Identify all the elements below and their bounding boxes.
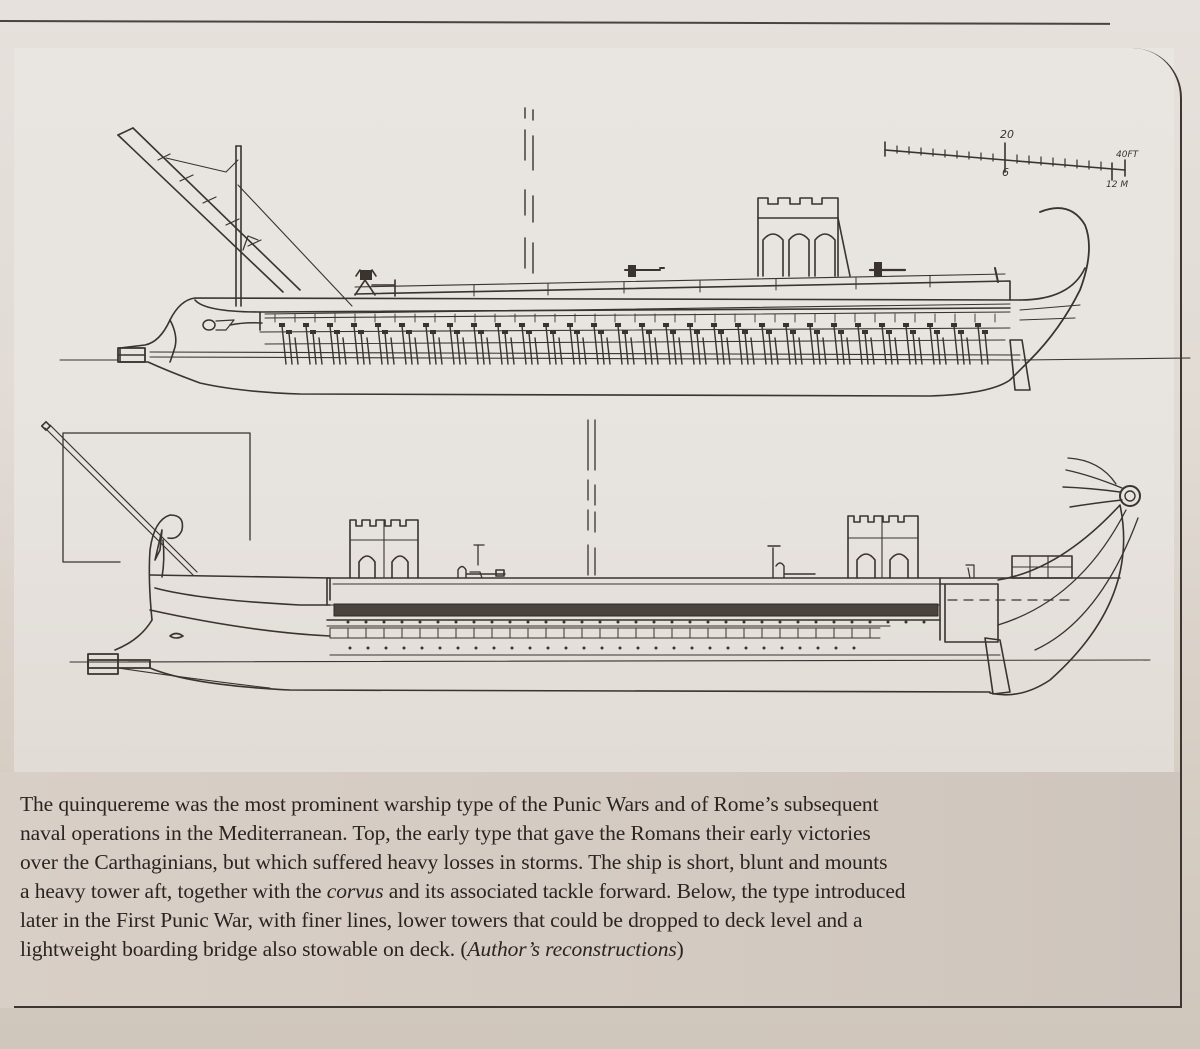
scale-bar bbox=[884, 141, 1126, 181]
scale-label-40ft: 40FT bbox=[1116, 150, 1139, 160]
steering-oar-bottom bbox=[984, 637, 1011, 695]
bow-ornament-bottom bbox=[989, 504, 1125, 696]
deck-artillery-mid bbox=[624, 265, 665, 277]
stern-tower-bottom bbox=[349, 519, 419, 579]
aft-tower-top bbox=[757, 197, 851, 277]
stern-ornament-top bbox=[1029, 207, 1090, 361]
page-outline bbox=[14, 48, 1182, 1008]
caption-line-3: over the Carthaginians, but which suffer… bbox=[20, 850, 888, 874]
bottom-hull bbox=[149, 574, 331, 637]
deck-artillery-bottom-1 bbox=[457, 544, 506, 579]
deck-artillery-forward bbox=[354, 269, 396, 297]
bow-eye-bottom bbox=[169, 632, 184, 639]
caption-corvus-term: corvus bbox=[326, 879, 384, 903]
scale-label-6: 6 bbox=[1002, 166, 1009, 179]
corvus-bridge bbox=[117, 127, 301, 293]
oar-holes-bottom bbox=[346, 620, 926, 650]
stern-scroll-bottom bbox=[148, 514, 184, 621]
caption-line-1: The quinquereme was the most prominent w… bbox=[20, 792, 879, 816]
scale-label-20: 20 bbox=[1000, 128, 1014, 141]
caption-line-4: a heavy tower aft, together with the cor… bbox=[20, 877, 1160, 906]
oar-handles-top bbox=[279, 323, 988, 334]
deck-artillery-aft bbox=[868, 262, 907, 276]
bow-eye bbox=[202, 319, 216, 331]
steering-oar-top bbox=[1009, 339, 1031, 391]
boarding-bridge-pole bbox=[44, 424, 198, 576]
ship-drawings bbox=[40, 107, 1191, 696]
bow-tower-bottom bbox=[847, 515, 919, 579]
caption-line-6-end: ) bbox=[676, 937, 684, 961]
corvus-mast bbox=[165, 145, 353, 307]
oar-ports-top bbox=[274, 313, 996, 323]
mast-centerline-top bbox=[524, 107, 534, 274]
caption-line-5: later in the First Punic War, with finer… bbox=[20, 908, 863, 932]
illustration-panel bbox=[14, 48, 1174, 772]
caption-line-4-end: and its associated tackle forward. Below… bbox=[383, 879, 906, 903]
boarding-bridge-frame bbox=[62, 432, 251, 563]
deck-cargo-bottom bbox=[1011, 555, 1073, 579]
caption-credit: Author’s reconstructions bbox=[467, 937, 677, 961]
mast-centerline-bottom bbox=[587, 419, 596, 576]
deck-artillery-bottom-2 bbox=[767, 545, 816, 579]
deck-posts-top bbox=[473, 275, 931, 297]
bow-disc-ornament bbox=[1119, 485, 1141, 507]
top-ship bbox=[59, 107, 1191, 397]
caption-panel bbox=[0, 772, 1180, 1008]
caption-line-2: naval operations in the Mediterranean. T… bbox=[20, 821, 871, 845]
outrigger-band bbox=[333, 603, 939, 617]
caption-line-6-start: lightweight boarding bridge also stowabl… bbox=[20, 937, 468, 961]
bottom-ship bbox=[40, 419, 1151, 696]
scale-label-12m: 12 M bbox=[1106, 180, 1129, 190]
caption-line-6: lightweight boarding bridge also stowabl… bbox=[20, 935, 1160, 964]
caption-line-4-start: a heavy tower aft, together with the bbox=[20, 879, 327, 903]
ram-bottom bbox=[87, 653, 119, 675]
oars-top bbox=[281, 325, 989, 365]
figure-caption: The quinquereme was the most prominent w… bbox=[20, 790, 1160, 964]
oar-ports-bottom bbox=[329, 627, 881, 639]
